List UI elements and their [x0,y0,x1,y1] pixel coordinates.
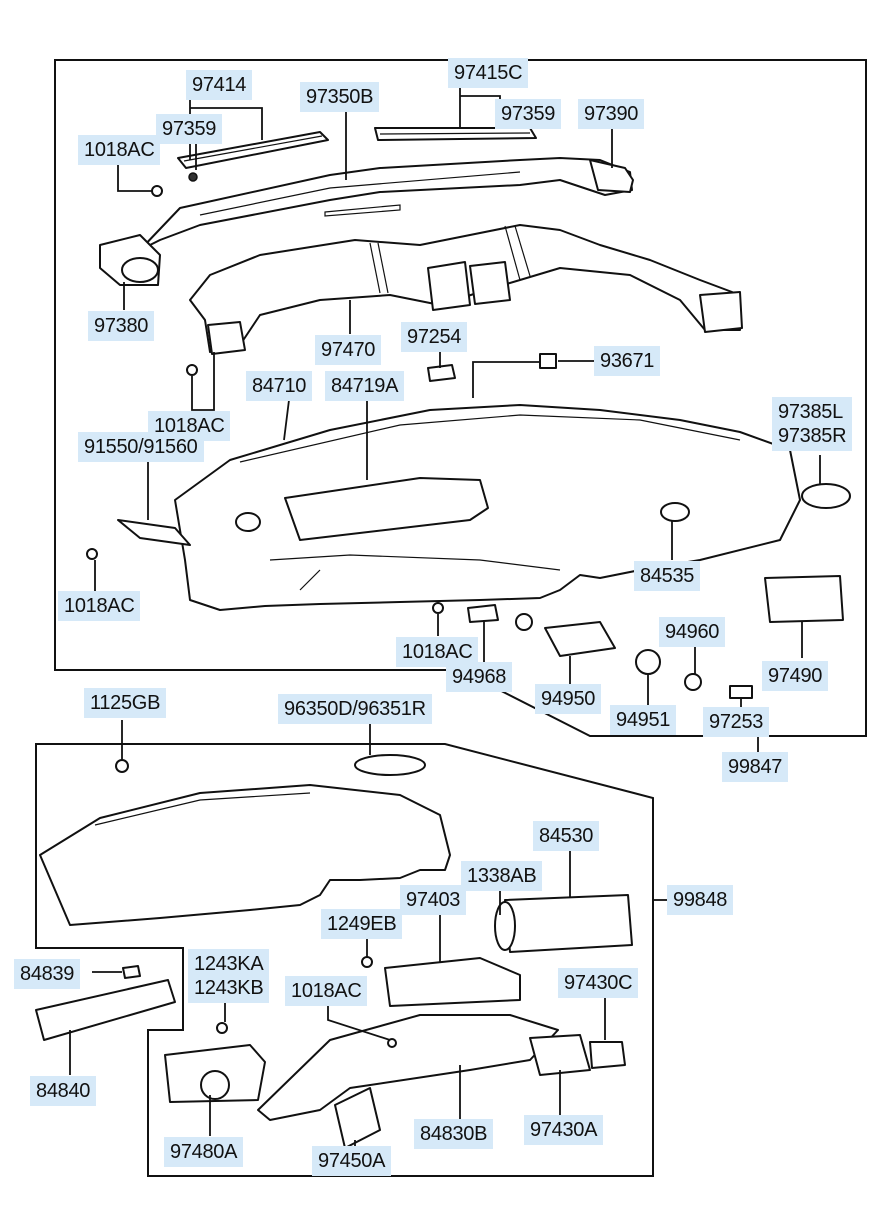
bracket-91550 [117,519,191,546]
switch-94950 [515,613,616,657]
label-1125gb[interactable]: 1125GB [84,688,167,718]
screw-1125gb [115,759,129,773]
label-96350d-96351r[interactable]: 96350D/96351R [278,694,432,724]
label-94951[interactable]: 94951 [610,705,677,735]
label-84830b[interactable]: 84830B [414,1119,494,1149]
label-97380[interactable]: 97380 [88,311,155,341]
label-97414[interactable]: 97414 [186,70,253,100]
label-99848[interactable]: 99848 [667,885,734,915]
label-97490[interactable]: 97490 [762,661,829,691]
label-99847[interactable]: 99847 [722,752,789,782]
label-97480a[interactable]: 97480A [164,1137,244,1167]
label-97254[interactable]: 97254 [401,322,468,352]
cover-96350d [354,754,426,776]
vent-97430c [589,1041,626,1069]
cluster-84530 [494,894,633,953]
screw-1018ac-top [151,185,163,197]
grille-97415c [374,127,537,141]
label-1018ac-top[interactable]: 1018AC [78,135,161,165]
label-97385[interactable]: 97385L 97385R [772,397,853,451]
lower-frame [35,743,654,1177]
label-97385r: 97385R [778,425,847,447]
vent-97490 [764,575,844,623]
label-1018ac-fascia[interactable]: 1018AC [285,976,368,1006]
fascia-84830b [257,1014,559,1121]
clip-97254 [427,364,456,382]
duct-end-97390 [589,159,634,193]
label-93671[interactable]: 93671 [594,346,661,376]
defroster-duct-97350b [139,157,633,251]
clip-97253 [729,685,753,699]
panel-84840 [35,979,176,1041]
label-1243kb: 1243KB [194,977,264,999]
duct-end-97380 [99,234,161,286]
label-84719a[interactable]: 84719A [325,371,405,401]
label-97350b[interactable]: 97350B [300,82,380,112]
vent-97480a [164,1044,266,1103]
clip-84839 [122,965,141,979]
label-94960[interactable]: 94960 [659,617,726,647]
upper-frame [54,59,867,737]
label-94950[interactable]: 94950 [535,684,602,714]
duct-97403 [384,957,521,1007]
label-84840[interactable]: 84840 [30,1076,97,1106]
screw-1018ac-duct [186,364,198,376]
crash-pad-84710 [174,404,801,611]
label-84710[interactable]: 84710 [246,371,313,401]
label-1338ab[interactable]: 1338AB [461,861,543,891]
vent-97450a [334,1087,381,1149]
label-97430c[interactable]: 97430C [558,968,639,998]
connector-94968 [467,604,499,623]
label-97470[interactable]: 97470 [315,335,382,365]
cap-93671 [539,353,557,369]
screw-1018ac-bracket [86,548,98,560]
label-1018ac-bracket[interactable]: 1018AC [58,591,141,621]
label-84535[interactable]: 84535 [634,561,701,591]
label-1243ka: 1243KA [194,953,264,975]
screw-1243ka [216,1022,228,1034]
vent-97385 [801,483,851,509]
label-97450a[interactable]: 97450A [312,1146,392,1176]
label-94968[interactable]: 94968 [446,662,513,692]
label-97390[interactable]: 97390 [578,99,645,129]
clip-97359 [188,172,198,182]
label-97253[interactable]: 97253 [703,707,770,737]
crash-pad-lower [39,784,451,926]
label-1243ka-1243kb[interactable]: 1243KA 1243KB [188,949,270,1003]
label-97403[interactable]: 97403 [400,885,467,915]
label-91550-91560[interactable]: 91550/91560 [78,432,204,462]
label-97359-right[interactable]: 97359 [495,99,562,129]
label-97415c[interactable]: 97415C [448,58,529,88]
bulb-94960 [684,673,702,691]
vent-duct-97470 [189,224,743,355]
leader-lines [69,84,821,1146]
label-84839[interactable]: 84839 [14,959,81,989]
label-97359-left[interactable]: 97359 [156,114,223,144]
screw-1249eb [361,956,373,968]
label-97385l: 97385L [778,401,843,423]
socket-94951 [635,649,661,675]
grille-97414 [177,131,329,169]
label-84530[interactable]: 84530 [533,821,600,851]
label-1249eb[interactable]: 1249EB [321,909,403,939]
label-97430a[interactable]: 97430A [524,1115,604,1145]
screw-1018ac-fascia [387,1038,397,1048]
screw-1018ac-connector [432,602,444,614]
vent-97430a [529,1034,591,1076]
